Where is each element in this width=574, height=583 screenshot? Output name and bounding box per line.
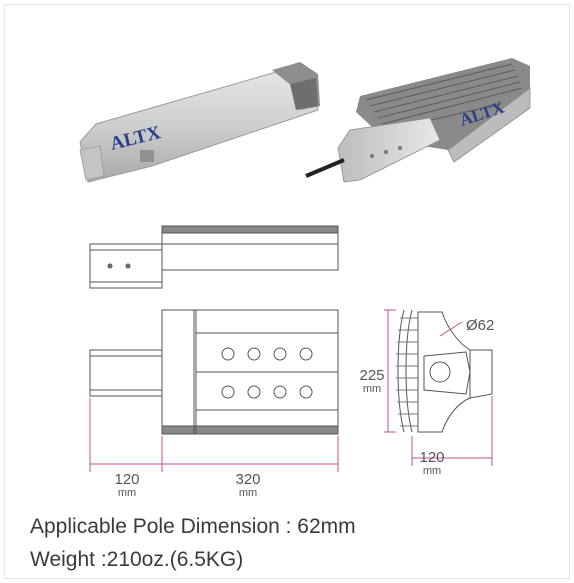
front-view-drawing (89, 309, 339, 435)
dim-height-side-unit: mm (363, 383, 381, 395)
dim-width-left-value: 120 (114, 471, 139, 488)
image-frame (4, 4, 570, 579)
weight-text: Weight :210oz.(6.5KG) (30, 548, 244, 571)
product-photo-angled: ALTX (305, 58, 531, 183)
dim-width-left-unit: mm (118, 487, 136, 499)
side-view-drawing (396, 309, 493, 433)
dim-width-main-value: 320 (235, 471, 260, 488)
dim-height-side-value: 225 (359, 367, 384, 384)
dim-width-main-unit: mm (239, 487, 257, 499)
dim-width-side-unit: mm (423, 465, 441, 477)
dim-width-side-value: 120 (419, 449, 444, 466)
top-view-drawing (89, 225, 339, 289)
pole-dimension-text: Applicable Pole Dimension : 62mm (30, 515, 356, 538)
dim-diameter: Ø62 (466, 317, 494, 334)
dimension-lines (89, 309, 493, 472)
product-photo-side: ALTX (79, 62, 320, 183)
